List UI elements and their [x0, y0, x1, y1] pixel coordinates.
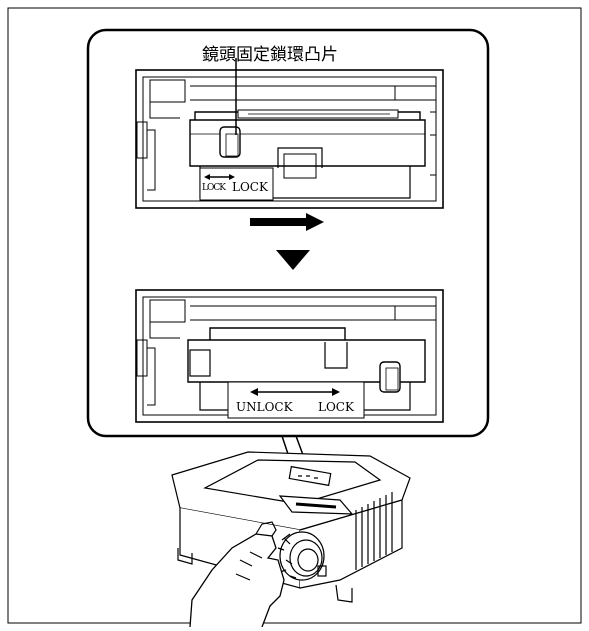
lens-lock-tab-label: 鏡頭固定鎖環凸片: [202, 45, 338, 65]
bottom-panel: [135, 289, 444, 423]
page-border: [7, 7, 582, 624]
right-arrow-icon: [250, 213, 324, 231]
top-panel: [135, 58, 444, 209]
top-plate-lock-left-label: LOCK: [202, 183, 226, 193]
bottom-plate-unlock-label: UNLOCK: [236, 400, 293, 414]
projector-illustration: [171, 451, 411, 628]
top-plate-lock-label: LOCK: [232, 180, 268, 194]
bottom-plate-lock-label: LOCK: [318, 400, 354, 414]
down-triangle-icon: [276, 250, 310, 270]
